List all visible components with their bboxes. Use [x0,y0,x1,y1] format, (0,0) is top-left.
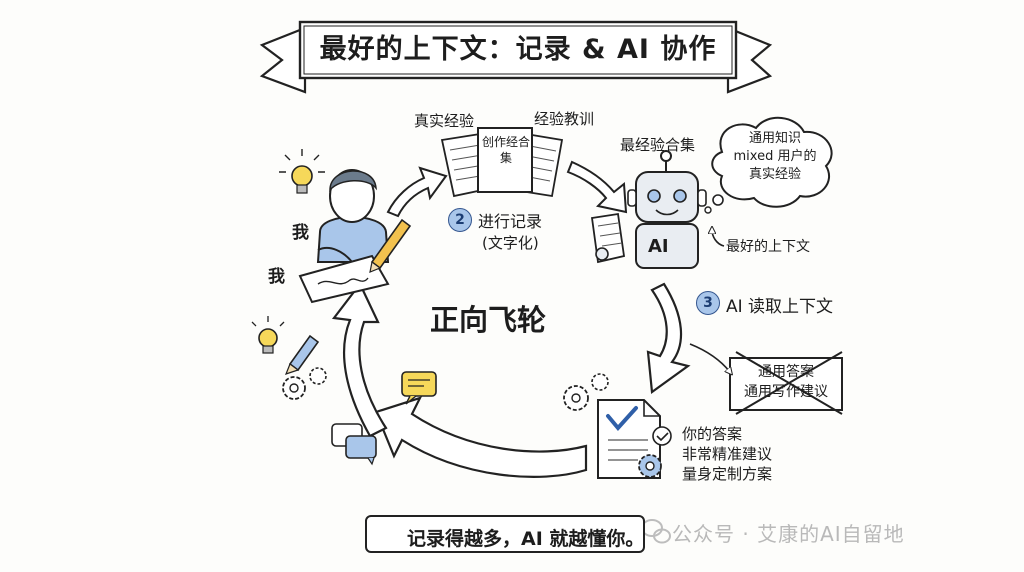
arrow-docs-to-ai [566,160,628,214]
robot-ai-badge: AI [648,236,669,257]
page-title: 最好的上下文：记录 & AI 协作 [319,34,717,65]
arrow-me-to-docs [386,166,448,218]
robot-top-label: 最经验合集 [620,136,696,154]
rejected-box [689,343,843,415]
rejected-line-2: 通用写作建议 [744,384,828,400]
person-writing [298,169,412,304]
rejected-text: 通用答案 通用写作建议 [734,362,838,402]
pencil-icon [284,334,320,375]
context-pointer-arrow [712,230,725,247]
result-text: 你的答案 非常精准建议 量身定制方案 [682,424,772,484]
tagline-box: 记录得越多，AI 就越懂你。 [365,515,645,553]
result-line-2: 非常精准建议 [682,445,773,463]
gear-icon-left [282,367,327,400]
step2-sublabel: (文字化) [482,234,539,252]
thought-line-1: 通用知识 [748,131,801,146]
step3-label: AI 读取上下文 [726,297,834,317]
title-banner [259,20,773,94]
tagline-text: 记录得越多，AI 就越懂你。 [407,528,645,550]
result-line-3: 量身定制方案 [682,465,773,483]
cycle-arrow-left [331,281,388,438]
robot [590,150,707,269]
label-real-experience: 真实经验 [414,112,475,130]
rejected-line-1: 通用答案 [758,364,814,380]
chat-bubbles-icon [331,423,377,466]
thought-line-3: 真实经验 [748,167,801,182]
thought-bubble [704,116,833,214]
step2-label: 进行记录 [478,212,543,231]
thought-line-2: mixed 用户的 [733,149,817,164]
cycle-arrow-right [646,282,691,395]
wechat-logo-icon [641,519,671,544]
flywheel-center-label: 正向飞轮 [430,303,547,337]
doc-center-label: 创作经合集 [482,135,531,165]
doc-stack [440,127,564,198]
watermark: 公众号 · 艾康的AI自留地 [672,522,905,546]
gear-icon-pair [563,373,609,411]
thought-bubble-text: 通用知识 mixed 用户的 真实经验 [728,130,822,184]
chat-bubble-icon [401,371,437,405]
step3-number: 3 [696,291,720,315]
result-line-1: 你的答案 [682,425,743,443]
step2-number: 2 [448,208,472,232]
me-label-bottom: 我 [268,267,285,287]
cycle-arrow-bottom [374,396,588,478]
gear-icon-blue [638,454,662,478]
pencil [369,218,412,273]
lightbulb-icon-small [251,316,285,354]
best-context-label: 最好的上下文 [726,239,810,255]
me-label-top: 我 [292,223,309,243]
label-lessons-learned: 经验教训 [534,110,595,128]
lightbulb-icon [279,149,325,194]
